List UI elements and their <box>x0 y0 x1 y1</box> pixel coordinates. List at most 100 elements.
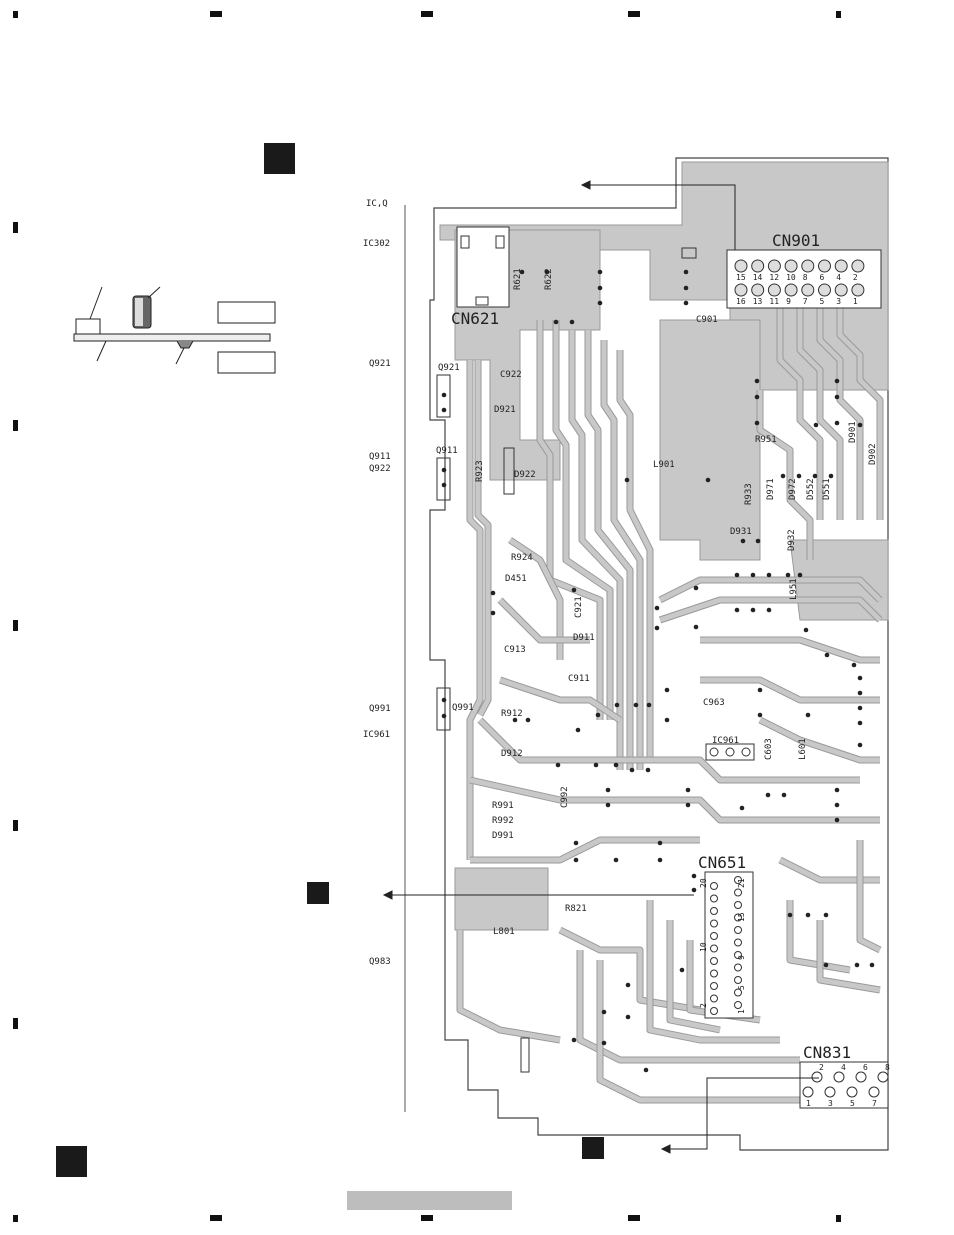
reg-mark <box>13 11 18 18</box>
via-hole <box>787 912 793 918</box>
cn651-pin <box>734 876 742 884</box>
cn651-pin <box>710 919 718 928</box>
cn621-label: CN621 <box>451 309 499 328</box>
cn901-pin-label: 15 <box>736 273 746 282</box>
via-hole <box>633 702 639 708</box>
cn831-pin-label: 4 <box>841 1063 846 1072</box>
component-label-c922: C922 <box>500 370 522 380</box>
cn831-pin <box>802 1086 814 1098</box>
small-pad <box>681 247 697 259</box>
trace <box>659 597 882 623</box>
cn901-pin <box>851 283 865 297</box>
via-hole <box>754 420 760 426</box>
via-hole <box>441 482 447 488</box>
trace <box>700 637 880 663</box>
via-hole <box>625 1014 631 1020</box>
via-hole <box>857 720 863 726</box>
footer-bar <box>347 1191 512 1210</box>
cn831-pin-label: 3 <box>828 1099 833 1108</box>
side-label-q911: Q911 <box>369 452 391 462</box>
side-label-ic-q: IC,Q <box>366 199 388 209</box>
legend-box-bottom <box>217 351 276 374</box>
via-hole <box>646 702 652 708</box>
via-hole <box>441 713 447 719</box>
trace-network <box>456 300 884 1104</box>
via-hole <box>757 687 763 693</box>
cn831-pin-label: 1 <box>806 1099 811 1108</box>
via-hole <box>569 319 575 325</box>
via-hole <box>664 717 670 723</box>
component-label-q911-part: Q911 <box>436 446 458 456</box>
cn901-pin <box>834 283 848 297</box>
cn651-pin <box>734 926 742 934</box>
via-hole <box>657 840 663 846</box>
component-label-ic961-part: IC961 <box>712 736 739 746</box>
section-marker <box>264 143 295 174</box>
cn901-pin <box>834 259 848 273</box>
component-label-r992: R992 <box>492 816 514 826</box>
component-label-d552: D552 <box>806 478 816 500</box>
cn651-pin <box>734 988 742 997</box>
trace <box>498 598 590 643</box>
component-label-r933: R933 <box>744 483 754 505</box>
trace <box>700 677 880 703</box>
component-label-d921: D921 <box>494 405 516 415</box>
reg-mark <box>13 1215 18 1222</box>
component-label-r923: R923 <box>475 460 485 482</box>
cn651-pin-label: 10 <box>699 942 708 952</box>
trace <box>817 920 881 993</box>
cn831-pin <box>877 1071 889 1083</box>
cn901-pin-label: 16 <box>736 297 746 306</box>
component-label-d931: D931 <box>730 527 752 537</box>
cn831-pin <box>824 1086 836 1098</box>
reg-mark <box>421 11 433 17</box>
cn901-pin-label: 5 <box>820 297 825 306</box>
component-label-l601: L601 <box>798 738 808 760</box>
cn651-pin <box>710 944 718 953</box>
trace <box>457 930 561 1043</box>
via-hole <box>834 802 840 808</box>
via-hole <box>629 767 635 773</box>
cn831-pin <box>846 1086 858 1098</box>
component-label-r622: R622 <box>544 268 554 290</box>
reg-mark <box>836 11 841 18</box>
component-label-l901: L901 <box>653 460 675 470</box>
via-hole <box>601 1009 607 1015</box>
via-hole <box>597 300 603 306</box>
side-label-q922: Q922 <box>369 464 391 474</box>
cn651-pin <box>734 951 742 959</box>
component-label-r821: R821 <box>565 904 587 914</box>
cn901-pin-label: 11 <box>769 297 779 306</box>
d922-footprint <box>503 447 515 495</box>
section-marker <box>582 1137 604 1159</box>
cn651-pin <box>734 913 742 922</box>
via-hole <box>823 912 829 918</box>
cn651-pin <box>710 932 718 940</box>
mounting-legend <box>73 286 276 374</box>
via-hole <box>754 394 760 400</box>
cn621-pad <box>460 235 470 249</box>
via-hole <box>441 697 447 703</box>
via-hole <box>766 607 772 613</box>
trace <box>508 537 563 660</box>
trace <box>777 300 823 520</box>
via-hole <box>785 572 791 578</box>
via-hole <box>734 607 740 613</box>
component-label-q921-part: Q921 <box>438 363 460 373</box>
component-label-r951: R951 <box>755 435 777 445</box>
component-label-l801: L801 <box>493 927 515 937</box>
via-hole <box>575 727 581 733</box>
via-hole <box>685 802 691 808</box>
cn621-pad <box>495 235 505 249</box>
arrow-line <box>668 1077 819 1150</box>
via-hole <box>705 477 711 483</box>
via-hole <box>490 590 496 596</box>
cn651-pin <box>710 969 718 978</box>
cn651-pin <box>734 976 742 984</box>
cn831-pin-label: 8 <box>885 1063 890 1072</box>
component-label-d922: D922 <box>514 470 536 480</box>
cn901-pin-label: 7 <box>803 297 808 306</box>
slot-footprint <box>520 1037 530 1073</box>
